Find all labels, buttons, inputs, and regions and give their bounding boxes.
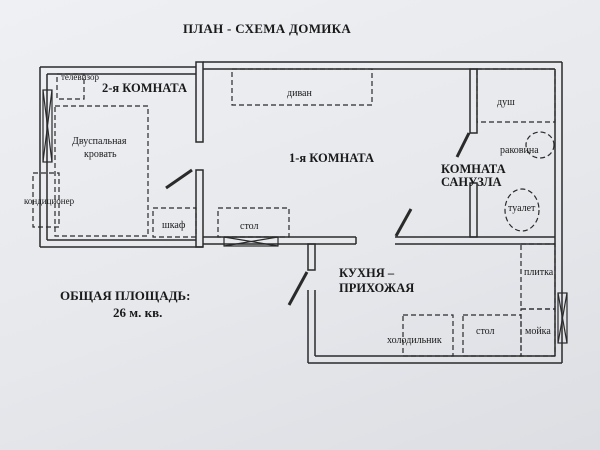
wardrobe-label: шкаф <box>162 220 186 231</box>
kitchen-sink-label: мойка <box>525 326 551 337</box>
outer-walls <box>39 61 563 364</box>
fridge-label: холодильник <box>387 335 442 346</box>
sink-label: раковина <box>500 145 539 156</box>
plan-title: ПЛАН - СХЕМА ДОМИКА <box>183 21 352 36</box>
total-area-label: ОБЩАЯ ПЛОЩАДЬ: <box>60 288 191 303</box>
stove-label: плитка <box>524 267 554 278</box>
kitchen-table-label: стол <box>476 326 495 337</box>
bathroom-label-line1: КОМНАТА <box>441 162 506 176</box>
doors <box>165 132 471 306</box>
windows <box>42 89 568 344</box>
ac-label: кондиционер <box>24 196 75 206</box>
room-1-label: 1-я КОМНАТА <box>289 151 374 165</box>
kitchen-label-line2: ПРИХОЖАЯ <box>339 281 415 295</box>
bed-label-line1: Двуспальная <box>72 136 127 147</box>
total-area-value: 26 м. кв. <box>113 305 163 320</box>
bathroom-label-line2: САНУЗЛА <box>441 175 502 189</box>
interior-walls <box>195 61 555 271</box>
furniture-outlines <box>32 68 556 357</box>
room-2-label: 2-я КОМНАТА <box>102 81 187 95</box>
sofa-label: диван <box>287 88 312 99</box>
bed-label-line2: кровать <box>84 149 117 160</box>
room-table-label: стол <box>240 221 259 232</box>
shower-label: душ <box>497 97 515 108</box>
kitchen-label-line1: КУХНЯ – <box>339 266 395 280</box>
tv-label: телевизор <box>61 72 99 82</box>
toilet-label: туалет <box>508 203 536 214</box>
